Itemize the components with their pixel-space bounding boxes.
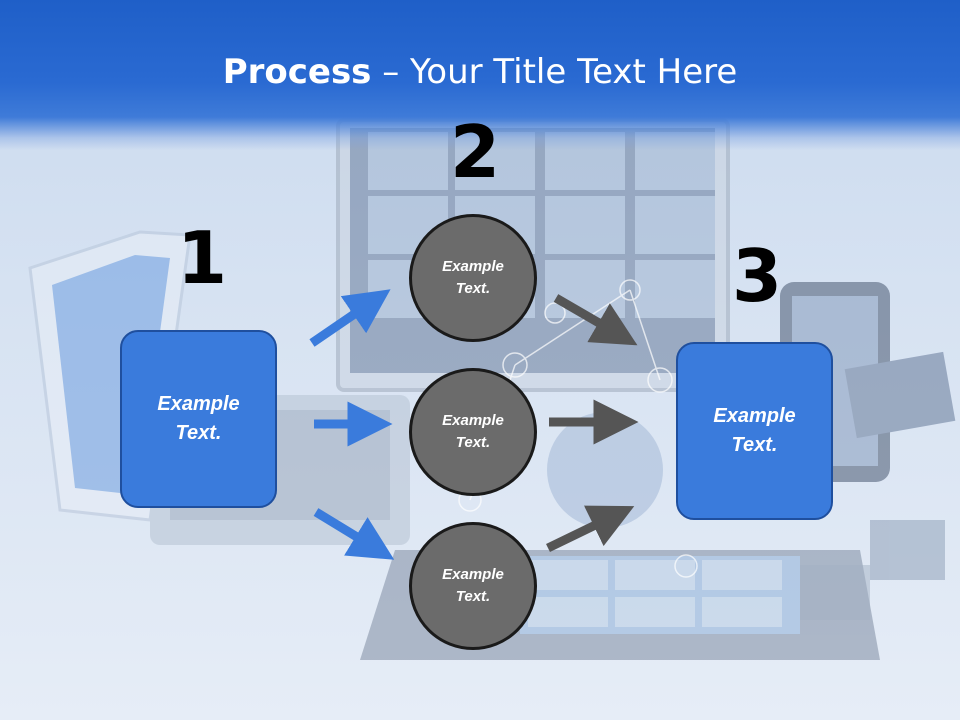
slide-title: Process – Your Title Text Here bbox=[0, 52, 960, 92]
step-1-number: 1 bbox=[177, 216, 228, 300]
arrow-1-to-2a bbox=[309, 289, 391, 347]
arrow-2c-to-3 bbox=[546, 505, 635, 553]
step-2-circle-bottom: Example Text. bbox=[409, 522, 537, 650]
title-bar bbox=[0, 0, 960, 150]
step-3-box: Example Text. bbox=[676, 342, 833, 520]
step-2-circle-top: Example Text. bbox=[409, 214, 537, 342]
step-2-number: 2 bbox=[450, 110, 501, 194]
step-2-circle-text: Example Text. bbox=[442, 257, 504, 298]
step-2-circle-middle: Example Text. bbox=[409, 368, 537, 496]
step-3-text: Example Text. bbox=[713, 405, 796, 456]
step-2-circle-text: Example Text. bbox=[442, 411, 504, 452]
title-rest-part: – Your Title Text Here bbox=[371, 52, 738, 92]
title-bold-part: Process bbox=[222, 52, 372, 92]
step-2-circle-text: Example Text. bbox=[442, 565, 504, 606]
step-1-box: Example Text. bbox=[120, 330, 277, 508]
arrow-1-to-2c bbox=[313, 508, 395, 560]
arrow-2a-to-3 bbox=[553, 294, 638, 346]
step-3-number: 3 bbox=[732, 234, 783, 318]
step-1-text: Example Text. bbox=[157, 393, 240, 444]
